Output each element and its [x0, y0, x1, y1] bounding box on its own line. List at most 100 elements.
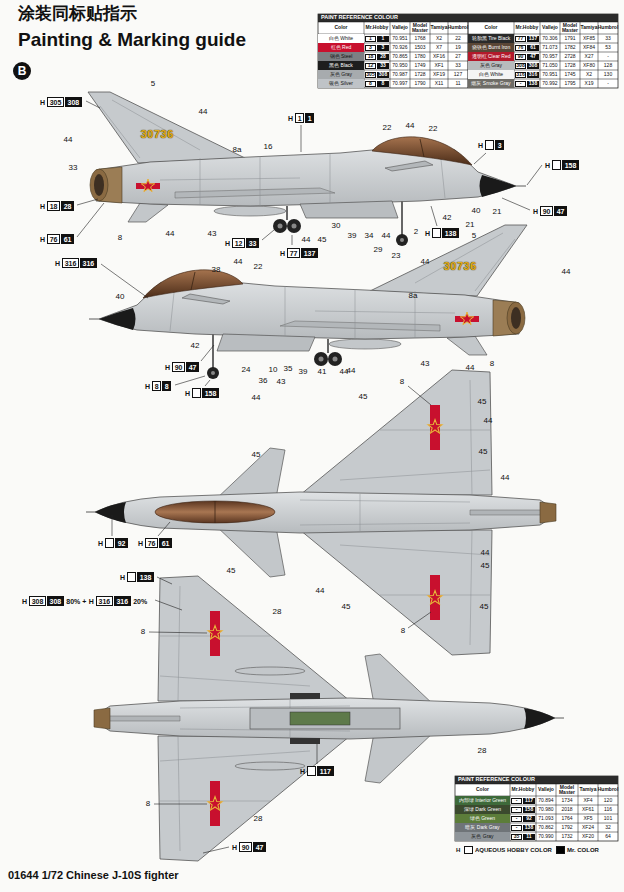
- callout-number: 23: [392, 252, 401, 260]
- table-cell: XF4: [578, 796, 598, 805]
- paint-table-top: [318, 14, 618, 88]
- column-heading: Mr.Hobby: [364, 22, 390, 34]
- table-cell: 33: [448, 61, 468, 70]
- table-cell: 53: [598, 43, 618, 52]
- callout-number: 40: [116, 293, 125, 301]
- guide-title: Painting & Marking guide: [18, 30, 246, 49]
- column-heading: Vallejo: [540, 22, 560, 34]
- chip-prefix: H: [232, 844, 237, 851]
- callout-number: 21: [493, 208, 502, 216]
- callout-number: 45: [252, 451, 261, 459]
- mr-color-code: 8: [162, 381, 171, 391]
- mr-color-code: 316: [114, 596, 131, 606]
- callout-number: 43: [421, 360, 430, 368]
- table-cell: 70.997: [390, 79, 410, 88]
- table-cell: 70.992: [540, 79, 560, 88]
- callout-number: 44: [252, 394, 261, 402]
- legend-text: Mr. COLOR: [567, 847, 599, 853]
- aqueous-code: 35: [511, 834, 522, 840]
- callout-number: 8: [400, 378, 404, 386]
- aqueous-code: -: [511, 816, 522, 822]
- callout-number: 45: [227, 567, 236, 575]
- color-swatch: 银色 Silver: [318, 79, 364, 88]
- table-cell: X2: [580, 70, 598, 79]
- color-swatch: 灰色 Gray: [455, 832, 510, 841]
- callout-number: 35: [284, 365, 293, 373]
- aqueous-code: 76: [515, 45, 526, 51]
- mr-color-code: 3: [377, 45, 389, 51]
- table-cell: 33: [598, 34, 618, 43]
- blank-aqueous-box: [552, 160, 561, 170]
- mr-color-code: 138: [137, 572, 154, 582]
- column-heading: Color: [468, 22, 514, 34]
- table-cell: 71.050: [540, 61, 560, 70]
- callout-number: 8a: [409, 292, 418, 300]
- table-cell: X19: [580, 79, 598, 88]
- column-heading: Tamiya: [430, 22, 448, 34]
- aqueous-code: 90: [540, 206, 553, 216]
- serial-number: 30736: [443, 261, 476, 272]
- legend-item: Mr. COLOR: [556, 846, 599, 854]
- color-name: 钢色 Steel: [330, 54, 353, 59]
- chip-prefix: H: [138, 540, 143, 547]
- mix-ratio: 20%: [133, 598, 147, 605]
- callout-number: 10: [269, 366, 278, 374]
- paint-chip: H158: [545, 160, 579, 170]
- paint-chip: H1233: [225, 238, 259, 248]
- aqueous-code: 1: [365, 36, 376, 42]
- chip-prefix: H: [280, 250, 285, 257]
- aqueous-code: 316: [515, 72, 526, 78]
- table-cell: 1728: [410, 70, 430, 79]
- callout-number: 44: [501, 474, 510, 482]
- column-heading: Humbrol: [598, 784, 618, 796]
- aqueous-code: 76: [145, 538, 158, 548]
- callout-number: 45: [478, 398, 487, 406]
- chip-prefix: H: [185, 390, 190, 397]
- mr-color-code: 138: [523, 825, 535, 831]
- mr-color-code: 61: [159, 538, 172, 548]
- color-name: 烟灰 Smoke Gray: [471, 81, 510, 86]
- table-cell: 1782: [560, 43, 580, 52]
- table-cell: 120: [598, 796, 618, 805]
- table-cell: 1749: [410, 61, 430, 70]
- mr-color-code: 308: [377, 72, 389, 78]
- blank-aqueous-box: [127, 572, 136, 582]
- table-cell: X2: [430, 34, 448, 43]
- table-cell: 70.894: [536, 796, 556, 805]
- callout-number: 38: [212, 266, 221, 274]
- callout-number: 21: [466, 221, 475, 229]
- blank-aqueous-box: [432, 228, 441, 238]
- callout-number: 34: [365, 232, 374, 240]
- callout-number: 44: [382, 232, 391, 240]
- table-cell: XF19: [430, 70, 448, 79]
- color-name: 黑色 Black: [329, 63, 353, 68]
- prefix-letter: H: [456, 847, 460, 853]
- mr-color-code: 3: [495, 140, 504, 150]
- aqueous-code: 12: [232, 238, 245, 248]
- table-cell: 1728: [560, 61, 580, 70]
- callout-number: 40: [472, 207, 481, 215]
- table-cell: X7: [430, 43, 448, 52]
- mr-color-code: 47: [253, 842, 266, 852]
- aqueous-code: 12: [365, 63, 376, 69]
- column-heading: Model Master: [560, 22, 580, 34]
- table-cell: 1503: [410, 43, 430, 52]
- callout-number: 8: [146, 800, 150, 808]
- mr-color-code: 308: [65, 97, 82, 107]
- paint-chip: H9047: [232, 842, 266, 852]
- table-cell: 70.957: [540, 52, 560, 61]
- callout-number: 2: [414, 228, 418, 236]
- table-cell: XF16: [430, 52, 448, 61]
- table-cell: XF20: [578, 832, 598, 841]
- mr-color-code: 138: [442, 228, 459, 238]
- column-heading: Humbrol: [448, 22, 468, 34]
- mix-ratio: 80% +: [66, 598, 86, 605]
- callout-number: 22: [383, 124, 392, 132]
- chip-prefix: H: [165, 364, 170, 371]
- table-cell: 130: [598, 70, 618, 79]
- table-cell: 22: [448, 34, 468, 43]
- chip-prefix: H: [545, 162, 550, 169]
- column-heading: Humbrol: [598, 22, 618, 34]
- callout-number: 43: [208, 230, 217, 238]
- aqueous-code: 308: [515, 63, 526, 69]
